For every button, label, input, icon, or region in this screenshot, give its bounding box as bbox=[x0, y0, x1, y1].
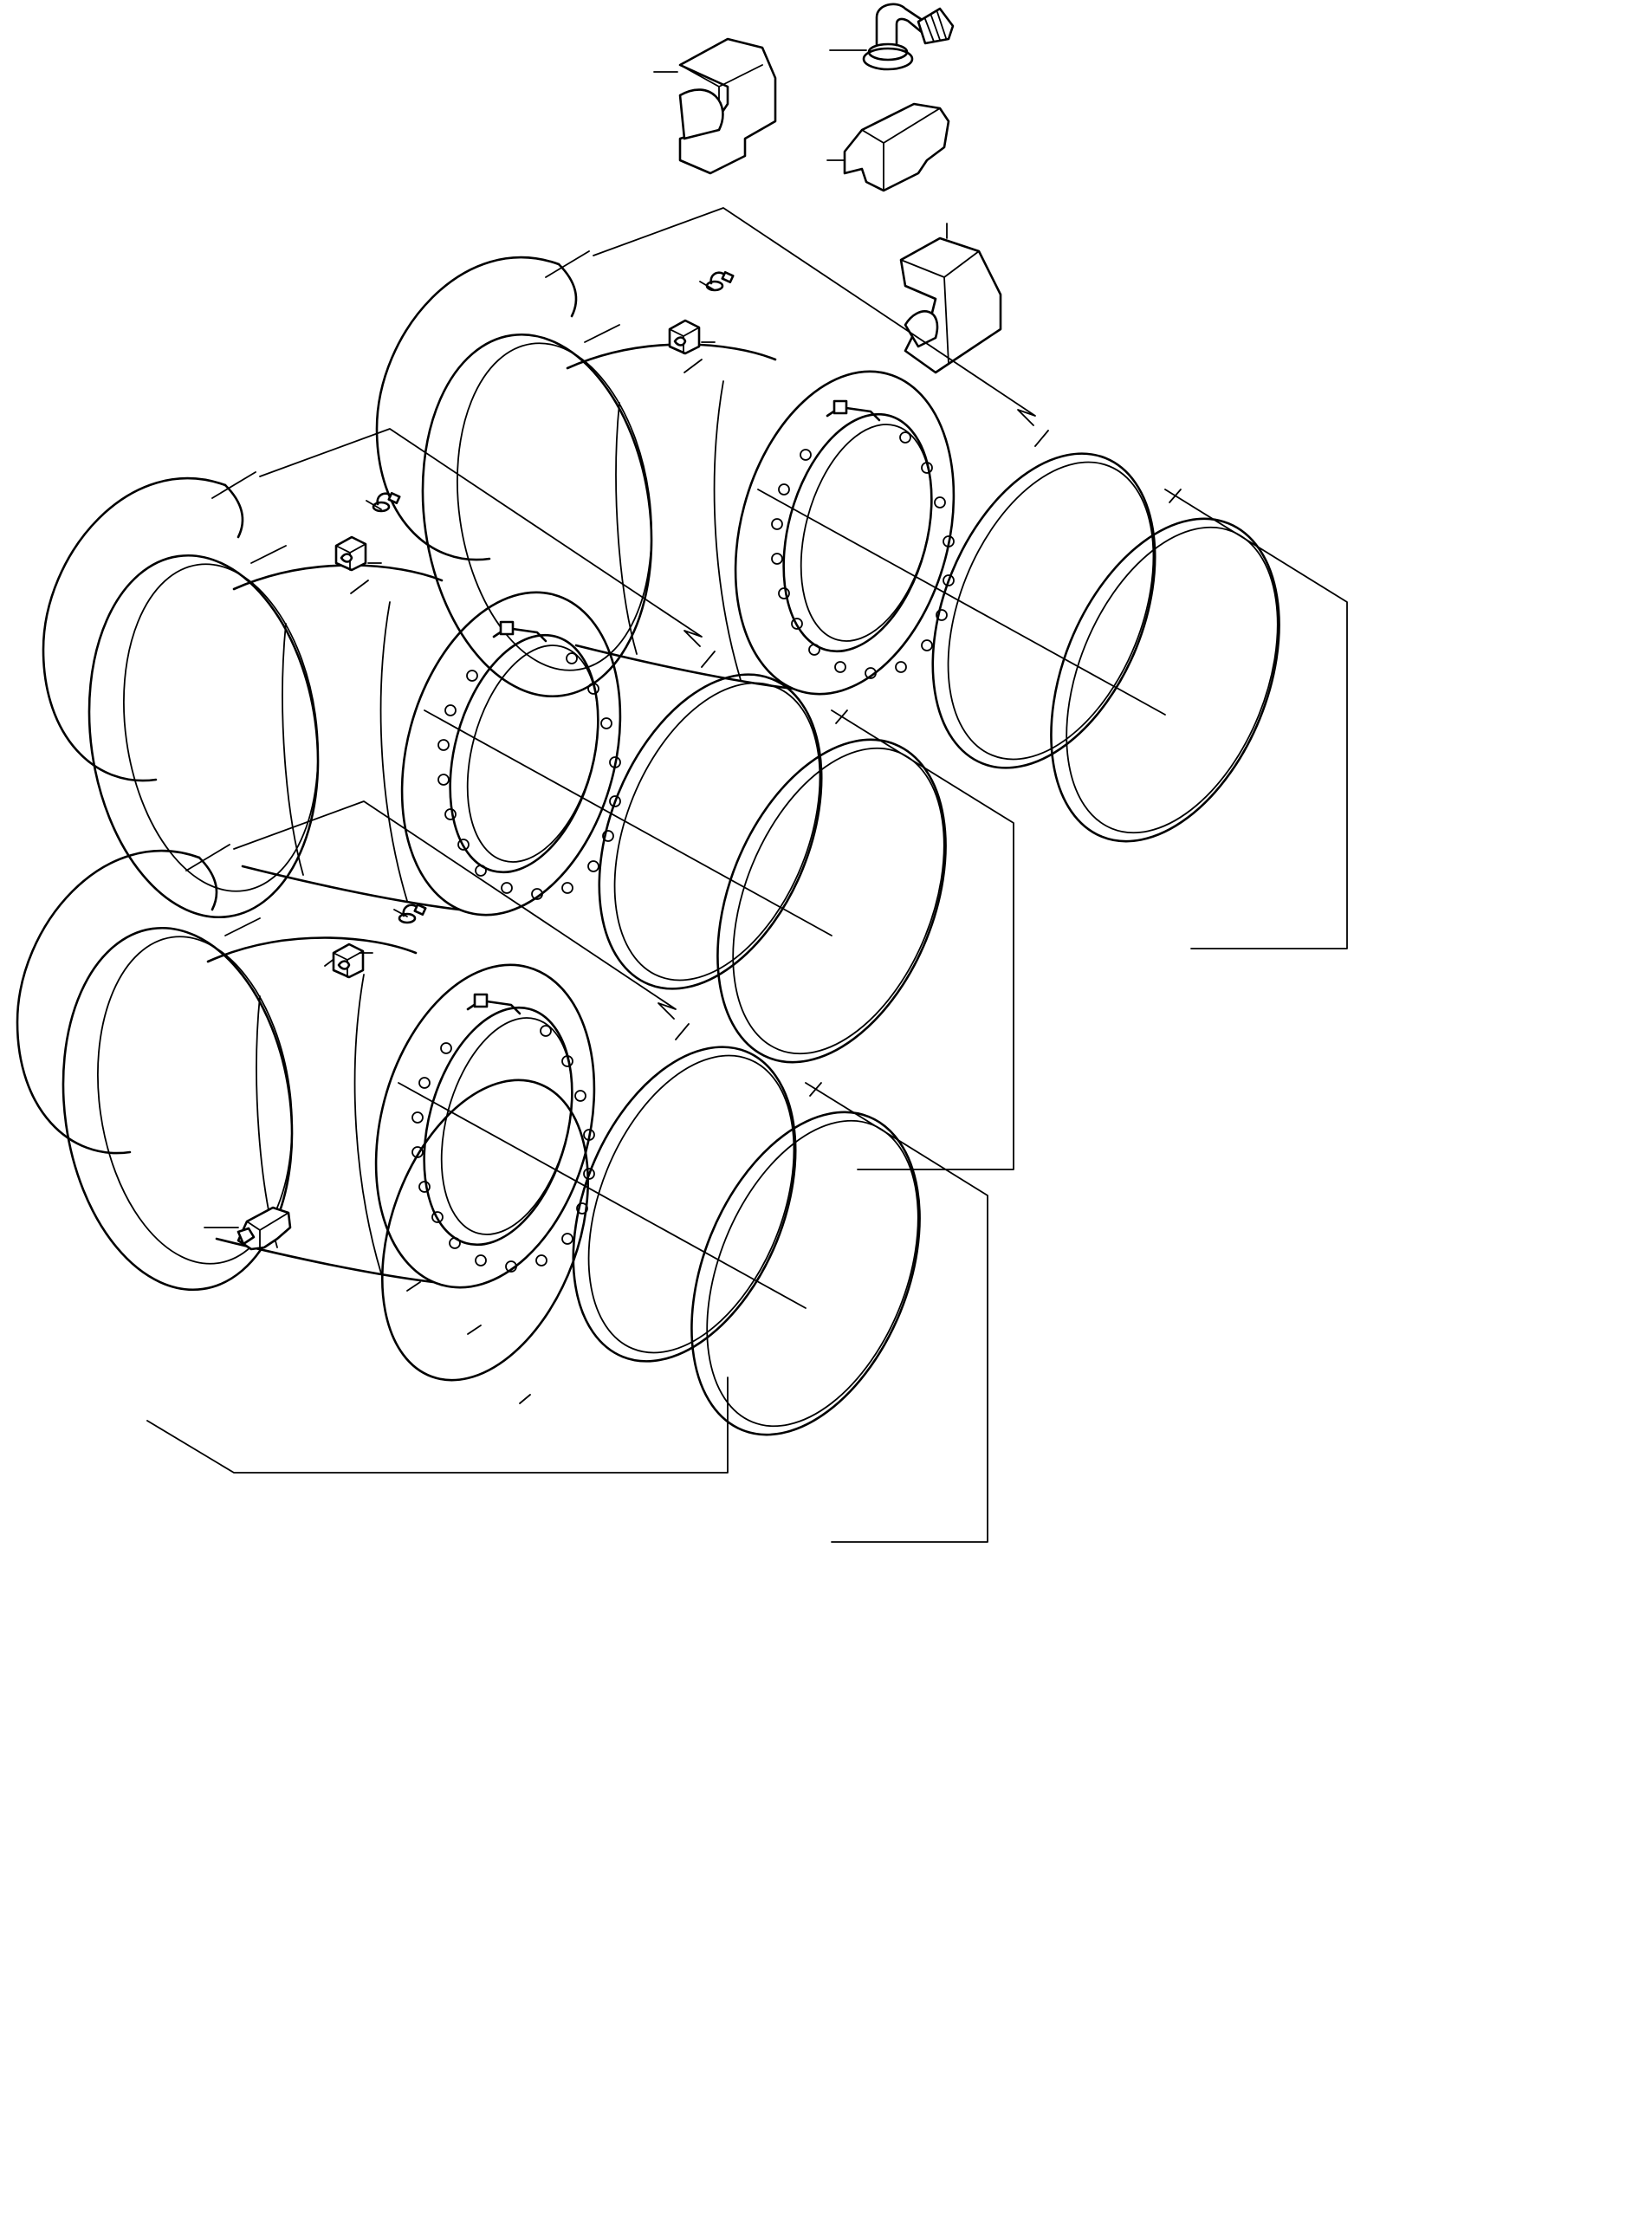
driver-key-loose bbox=[236, 1206, 292, 1251]
driver-block-detail bbox=[653, 37, 777, 175]
valve-detail bbox=[829, 3, 955, 71]
wheel-assembly-lower bbox=[16, 800, 988, 1543]
o-ring bbox=[381, 1079, 589, 1382]
wheel-assembly-upper bbox=[375, 207, 1348, 949]
driver-block-detail-2 bbox=[899, 223, 1002, 374]
wheel-assembly-middle bbox=[42, 428, 1014, 1170]
driver-key-detail bbox=[826, 102, 950, 192]
